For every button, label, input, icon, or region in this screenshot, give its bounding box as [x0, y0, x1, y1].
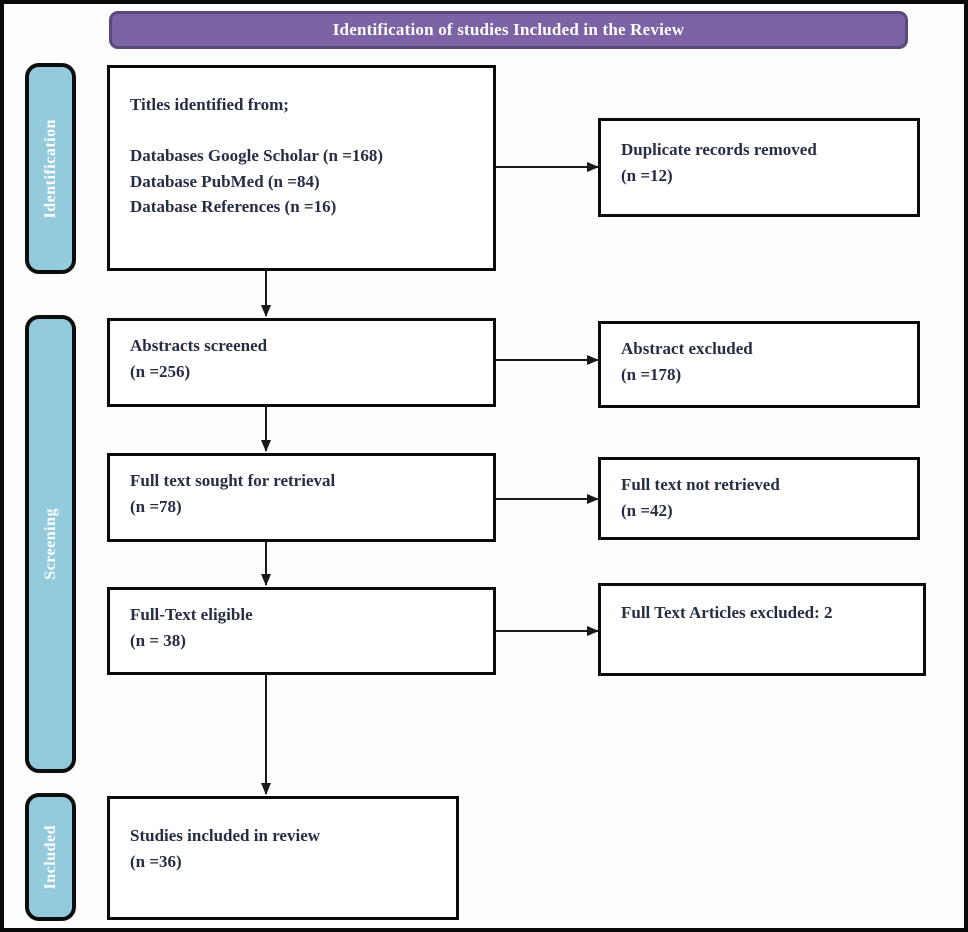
- box-duplicates-removed: Duplicate records removed (n =12): [598, 118, 920, 217]
- box-abstracts-screened: Abstracts screened (n =256): [107, 318, 496, 407]
- box-text-line: (n =178): [621, 364, 682, 384]
- box-text-line: Abstract excluded: [621, 339, 753, 358]
- box-text-line: (n =256): [130, 361, 191, 381]
- stage-identification: Identification: [25, 63, 76, 274]
- box-fulltext-eligible: Full-Text eligible (n = 38): [107, 587, 496, 675]
- box-text-line: Studies included in review: [130, 826, 321, 845]
- box-fulltext-not-retrieved: Full text not retrieved (n =42): [598, 457, 920, 540]
- box-text-line: Full text not retrieved: [621, 475, 780, 494]
- box-text-line: (n =12): [621, 165, 673, 185]
- box-text-line: [130, 118, 485, 144]
- box-text-line: (n =42): [621, 500, 673, 520]
- stage-included-label: Included: [41, 824, 59, 890]
- box-text-line: Titles identified from;: [130, 95, 289, 114]
- stage-screening-label: Screening: [41, 508, 59, 580]
- box-text-line: Full Text Articles excluded: 2: [621, 603, 833, 622]
- title-banner: Identification of studies Included in th…: [109, 11, 908, 49]
- box-fulltext-articles-excluded: Full Text Articles excluded: 2: [598, 583, 926, 676]
- box-fulltext-sought: Full text sought for retrieval (n =78): [107, 453, 496, 542]
- stage-identification-label: Identification: [41, 118, 59, 219]
- box-text-line: Abstracts screened: [130, 336, 268, 355]
- box-text-line: (n =78): [130, 496, 182, 516]
- box-text-line: (n = 38): [130, 630, 186, 650]
- box-text-line: Full text sought for retrieval: [130, 471, 336, 490]
- box-text-line: (n =36): [130, 851, 182, 871]
- box-studies-included: Studies included in review (n =36): [107, 796, 459, 920]
- box-abstract-excluded: Abstract excluded (n =178): [598, 321, 920, 408]
- box-titles-identified: Titles identified from; Databases Google…: [107, 65, 496, 271]
- box-text-line: Database PubMed (n =84): [130, 171, 320, 191]
- stage-screening: Screening: [25, 315, 76, 773]
- box-text-line: Duplicate records removed: [621, 140, 817, 159]
- box-text-line: Databases Google Scholar (n =168): [130, 146, 384, 165]
- stage-included: Included: [25, 793, 76, 921]
- box-text-line: Full-Text eligible: [130, 605, 253, 624]
- box-text-line: Database References (n =16): [130, 197, 337, 216]
- diagram-title: Identification of studies Included in th…: [332, 20, 685, 39]
